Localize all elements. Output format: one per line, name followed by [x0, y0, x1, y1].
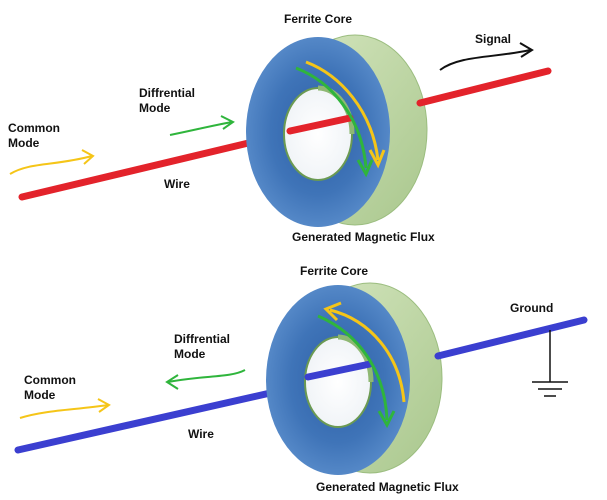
top-ferrite-core — [246, 34, 428, 227]
bottom-wire-label: Wire — [188, 427, 214, 441]
bottom-ferrite-core-label: Ferrite Core — [300, 264, 369, 278]
bottom-flux-yellow-arrow — [329, 308, 406, 403]
bottom-common-mode-label: Common Mode — [24, 373, 76, 402]
bottom-ferrite-core — [266, 282, 443, 475]
top-wire-label: Wire — [164, 177, 190, 191]
top-panel — [9, 34, 552, 227]
bottom-differential-mode-arrow — [167, 369, 246, 383]
top-common-mode-label: Common Mode — [8, 121, 60, 150]
bottom-differential-mode-label: Diffrential Mode — [174, 332, 231, 361]
bottom-common-mode-arrow — [19, 404, 109, 419]
top-signal-arrow — [439, 49, 531, 71]
top-flux-green-arrow — [295, 66, 368, 169]
bottom-flux-label: Generated Magnetic Flux — [316, 480, 459, 494]
top-flux-label: Generated Magnetic Flux — [292, 230, 435, 244]
top-common-mode-arrow — [9, 155, 93, 175]
bottom-wire-through — [304, 360, 374, 381]
bottom-panel — [14, 282, 588, 475]
top-differential-mode-arrow — [169, 121, 233, 136]
top-wire-through — [286, 114, 354, 135]
top-signal-label: Signal — [475, 32, 512, 46]
top-ferrite-core-label: Ferrite Core — [284, 12, 353, 26]
bottom-ground-label: Ground — [510, 301, 554, 315]
ground-symbol-icon — [532, 330, 568, 397]
top-wire-right — [416, 67, 552, 107]
bottom-wire-right — [434, 316, 588, 360]
top-differential-mode-label: Diffrential Mode — [139, 86, 196, 115]
bottom-flux-green-arrow — [317, 314, 389, 421]
top-flux-yellow-arrow — [305, 60, 380, 161]
